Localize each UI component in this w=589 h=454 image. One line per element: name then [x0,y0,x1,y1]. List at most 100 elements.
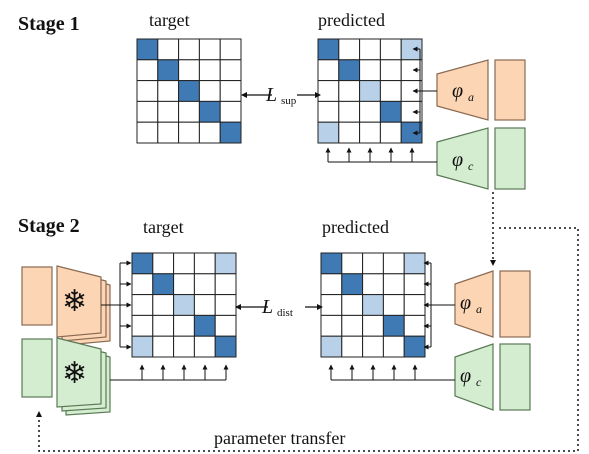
matrix-cell [157,121,180,144]
matrix-cell [131,273,154,296]
matrix-cell [359,100,381,123]
matrix-cell [317,59,340,82]
matrix-cell [219,121,242,144]
stage1-loss-subscript: sup [281,95,297,107]
stage2-loss-subscript: dist [277,307,293,319]
matrix-cell [178,121,200,144]
matrix-cell [152,252,175,275]
matrix-cell [131,252,154,275]
matrix-cell [152,335,175,358]
matrix-cell [214,314,237,337]
matrix-cell [403,314,426,337]
matrix-cell [359,59,381,82]
matrix-cell [178,38,200,61]
matrix-cell [136,121,159,144]
matrix-cell [157,38,180,61]
matrix-cell [173,294,195,316]
matrix-cell [338,59,361,82]
stage2-phi-a-symbol: φ [460,292,471,314]
stage1-phi-c-symbol: φ [452,149,463,171]
parameter-transfer-label: parameter transfer [214,428,345,448]
matrix-cell [317,121,340,144]
matrix-cell [136,100,159,123]
matrix-cell [379,59,402,82]
matrix-cell [382,335,405,358]
matrix-cell [173,252,195,275]
matrix-cell [152,314,175,337]
matrix-cell [317,80,340,102]
matrix-cell [362,314,384,337]
matrix-cell [198,38,221,61]
stage1-predicted-matrix [317,38,423,144]
matrix-cell [379,38,402,61]
matrix-cell [193,294,216,316]
matrix-cell [131,294,154,316]
stage2-phi-c-symbol: φ [460,365,471,387]
matrix-cell [198,59,221,82]
stage2-frozen-phi-a: ❄ [21,265,111,346]
matrix-cell [359,38,381,61]
matrix-cell [382,252,405,275]
stage1-phi-a-encoder: φ a [436,59,526,121]
matrix-cell [320,314,343,337]
matrix-cell [379,80,402,102]
stage1-phi-a-symbol: φ [452,80,463,102]
stage2-target-row-arrows [101,260,132,350]
matrix-cell [403,252,426,275]
matrix-cell [338,80,361,102]
matrix-cell [136,59,159,82]
matrix-cell [338,100,361,123]
matrix-cell [219,59,242,82]
matrix-cell [173,335,195,358]
stage2-frozen-a-snowflake-icon: ❄ [62,285,87,318]
matrix-cell [173,314,195,337]
matrix-cell [341,273,364,296]
stage2-predicted-label: predicted [322,217,389,237]
stage1-target-matrix [136,38,242,144]
stage1-col-arrows [325,147,437,163]
matrix-cell [382,314,405,337]
matrix-cell [320,294,343,316]
matrix-cell [379,121,402,144]
matrix-cell [198,100,221,123]
matrix-cell [193,252,216,275]
matrix-cell [400,121,423,144]
matrix-cell [131,335,154,358]
matrix-cell [403,273,426,296]
matrix-cell [131,314,154,337]
stage2-frozen-c-snowflake-icon: ❄ [62,357,87,390]
stage2-title: Stage 2 [18,215,80,237]
stage2-predicted-matrix [320,252,426,358]
matrix-cell [359,121,381,144]
matrix-cell [362,273,384,296]
matrix-cell [338,121,361,144]
matrix-cell [193,273,216,296]
matrix-cell [359,80,381,102]
matrix-cell [198,121,221,144]
matrix-cell [317,100,340,123]
matrix-cell [214,252,237,275]
stage2-frozen-phi-c: ❄ [21,337,111,416]
matrix-cell [157,100,180,123]
stage1-phi-c-subscript: c [468,159,474,173]
stage2-target-col-arrows [110,364,229,381]
stage2-loss-symbol: L [261,296,273,318]
matrix-cell [338,38,361,61]
matrix-cell [214,273,237,296]
matrix-cell [214,335,237,358]
stage1-loss-symbol: L [265,84,277,106]
matrix-cell [152,273,175,296]
matrix-cell [178,80,200,102]
matrix-cell [219,100,242,123]
matrix-cell [320,335,343,358]
stage1-title: Stage 1 [18,13,80,35]
matrix-cell [136,80,159,102]
matrix-cell [362,335,384,358]
matrix-cell [173,273,195,296]
matrix-cell [214,294,237,316]
stage1-phi-a-subscript: a [468,90,474,104]
matrix-cell [219,38,242,61]
matrix-cell [219,80,242,102]
matrix-cell [178,59,200,82]
